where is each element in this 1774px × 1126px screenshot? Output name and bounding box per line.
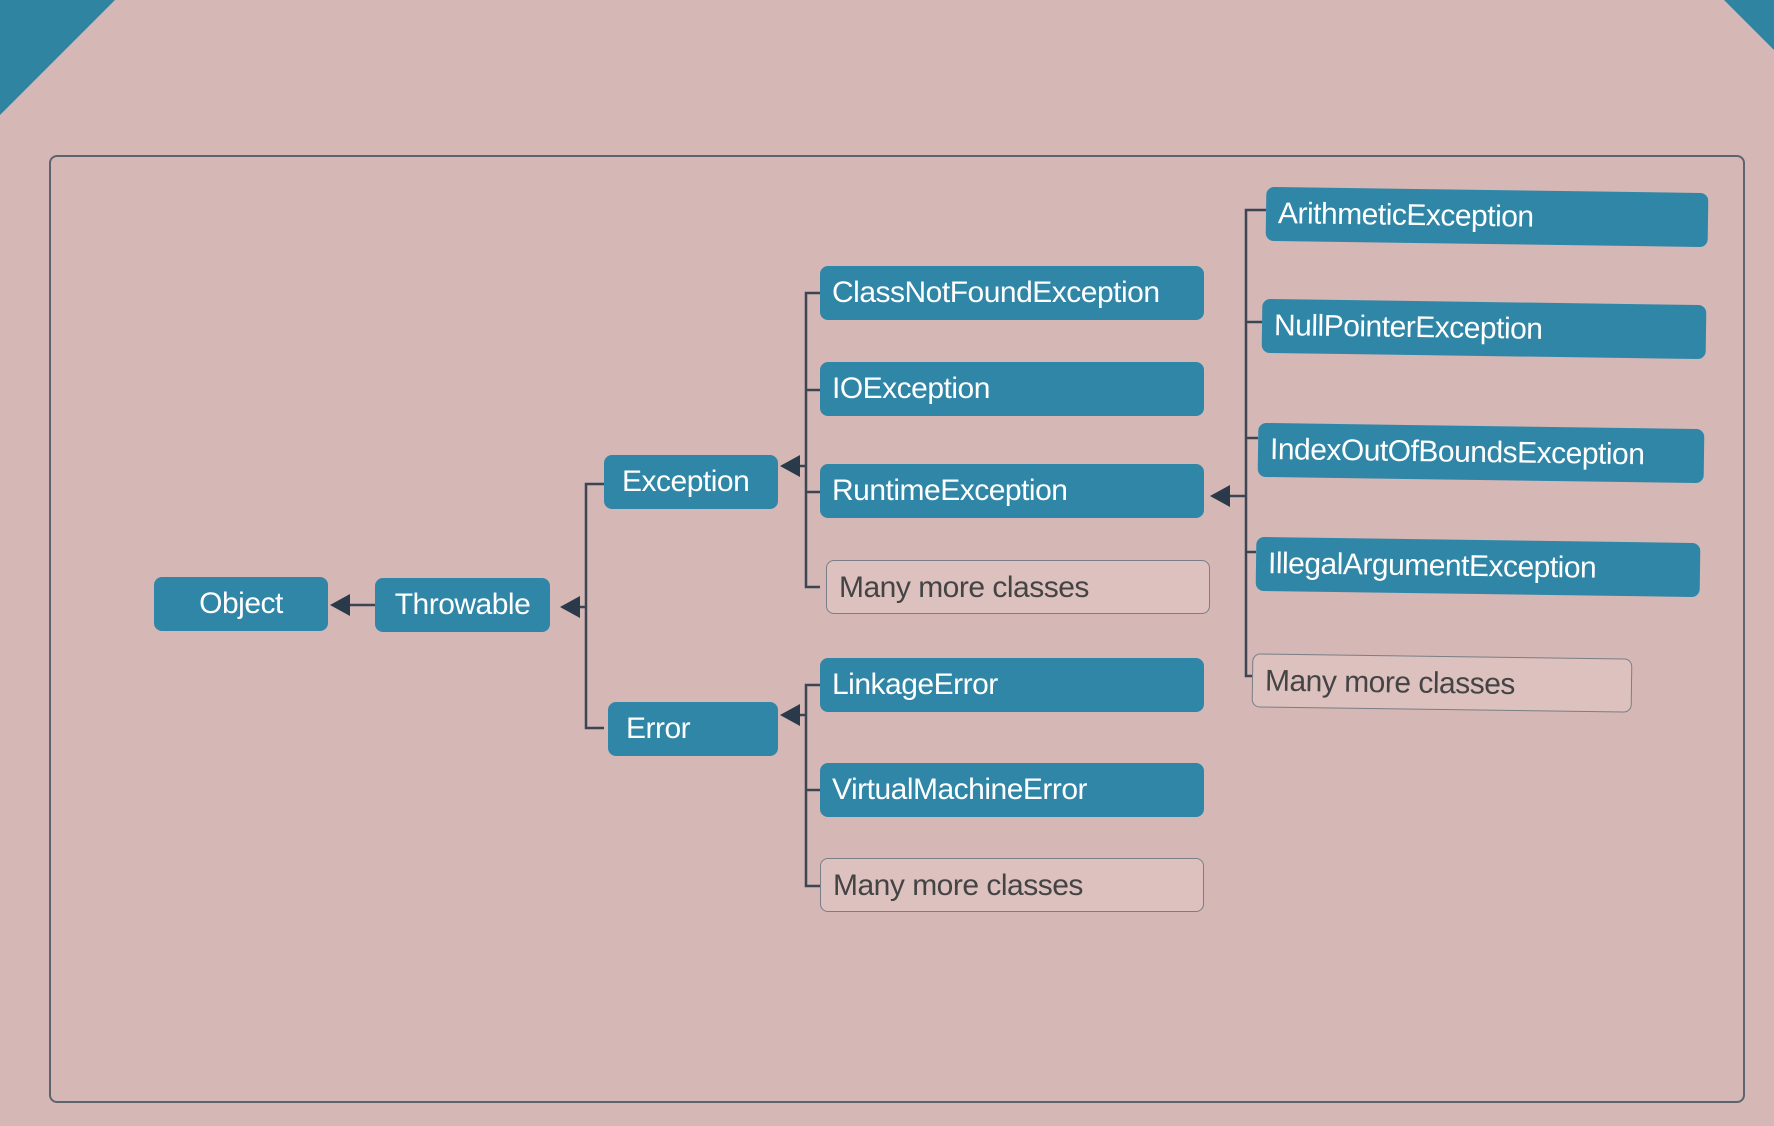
node-error: Error <box>608 702 778 756</box>
node-arithmeticexception: ArithmeticException <box>1265 186 1709 248</box>
node-virtualmachineerror: VirtualMachineError <box>820 763 1204 817</box>
node-exception-more-classes: Many more classes <box>826 560 1210 614</box>
arrowhead-object <box>330 594 350 616</box>
connector-exception-children <box>804 291 820 589</box>
connector-throwable-children <box>584 482 604 730</box>
corner-accent-top-left <box>0 0 115 115</box>
node-linkageerror: LinkageError <box>820 658 1204 712</box>
connector-error-children <box>804 683 820 888</box>
node-throwable: Throwable <box>375 578 550 632</box>
connector-runtime-children <box>1244 208 1266 678</box>
arrowhead-error <box>780 704 800 726</box>
arrowhead-throwable <box>560 596 580 618</box>
diagram-frame <box>49 155 1745 1103</box>
arrowhead-runtime <box>1210 485 1230 507</box>
node-error-more-classes: Many more classes <box>820 858 1204 912</box>
arrowhead-exception <box>780 455 800 477</box>
node-runtime-more-classes: Many more classes <box>1251 653 1633 713</box>
node-indexoutofboundsexception: IndexOutOfBoundsException <box>1257 422 1705 484</box>
corner-accent-top-right <box>1724 0 1774 50</box>
node-illegalargumentexception: IllegalArgumentException <box>1255 536 1701 598</box>
node-exception: Exception <box>604 455 778 509</box>
node-runtimeexception: RuntimeException <box>820 464 1204 518</box>
node-object: Object <box>154 577 328 631</box>
node-nullpointerexception: NullPointerException <box>1261 298 1707 360</box>
node-classnotfoundexception: ClassNotFoundException <box>820 266 1204 320</box>
node-ioexception: IOException <box>820 362 1204 416</box>
